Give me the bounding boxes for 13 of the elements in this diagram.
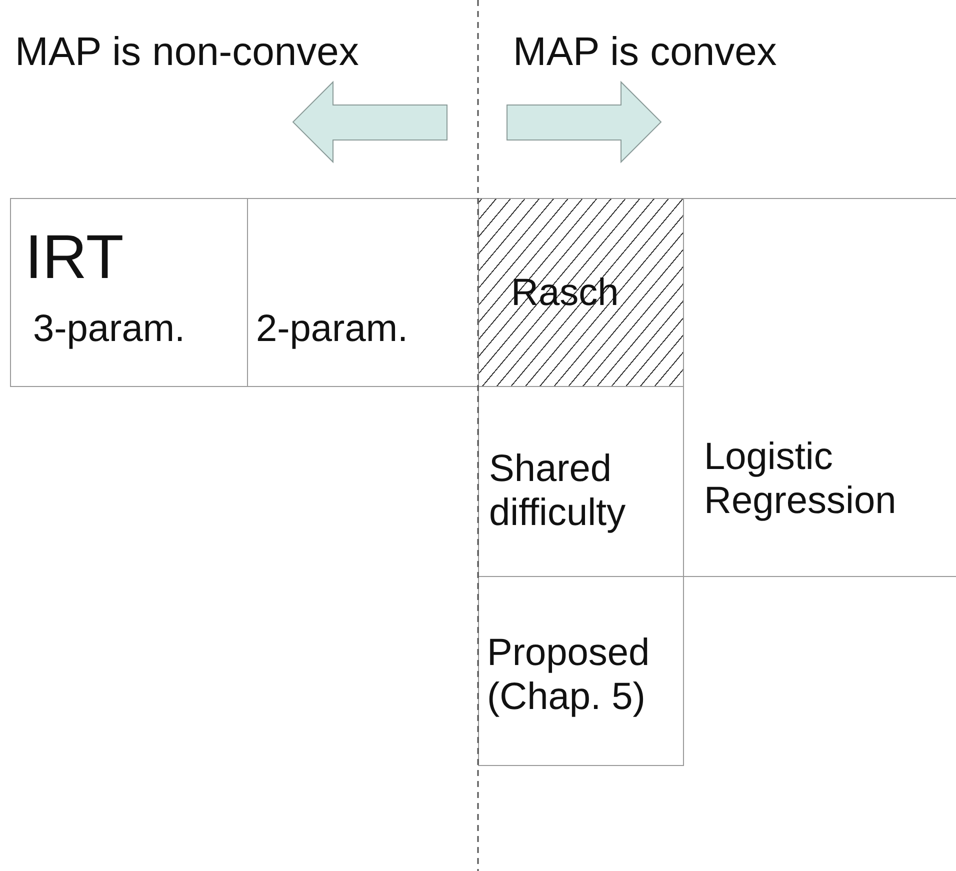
model-box [683,198,956,577]
region-heading: MAP is non-convex [15,30,359,75]
region-heading: MAP is convex [513,30,777,75]
model-name: Proposed (Chap. 5) [487,631,651,719]
model-name: Shared difficulty [489,447,627,535]
hatched-model-box [478,198,684,387]
model-title: IRT [25,225,125,291]
model-name: 3-param. [33,307,186,351]
model-box [247,198,479,387]
model-name: 2-param. [256,307,410,351]
model-box [478,576,684,766]
model-box [10,198,248,387]
model-name: Logistic Regression [704,435,898,523]
